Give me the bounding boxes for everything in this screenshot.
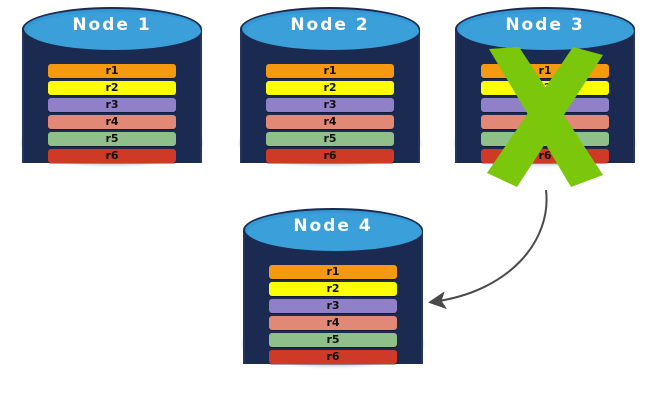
cylinder-top-highlight	[460, 12, 634, 50]
data-row-r3: r3	[269, 299, 397, 313]
cylinder-top-highlight	[245, 12, 419, 50]
data-row-r5: r5	[481, 132, 609, 146]
cylinder-top-ellipse	[240, 7, 420, 51]
replication-arrow	[428, 189, 548, 310]
data-row-r1: r1	[266, 64, 394, 78]
data-row-r5: r5	[266, 132, 394, 146]
data-row-r3: r3	[481, 98, 609, 112]
data-rows-list: r1 r2 r3 r4 r5 r6	[269, 265, 397, 364]
data-row-r2: r2	[481, 81, 609, 95]
data-row-r2: r2	[266, 81, 394, 95]
data-row-r4: r4	[266, 115, 394, 129]
data-row-r2: r2	[269, 282, 397, 296]
data-row-r4: r4	[48, 115, 176, 129]
data-row-r3: r3	[266, 98, 394, 112]
data-row-r5: r5	[48, 132, 176, 146]
data-row-r5: r5	[269, 333, 397, 347]
cylinder-top-ellipse	[22, 7, 202, 51]
data-row-r2: r2	[48, 81, 176, 95]
data-row-r3: r3	[48, 98, 176, 112]
cylinder-top-ellipse	[243, 208, 423, 252]
cylinder-top-ellipse	[455, 7, 635, 51]
cylinder-top-highlight	[248, 213, 422, 251]
data-row-r1: r1	[48, 64, 176, 78]
cylinder-top-highlight	[27, 12, 201, 50]
data-rows-list: r1 r2 r3 r4 r5 r6	[481, 64, 609, 163]
data-row-r6: r6	[269, 350, 397, 364]
data-rows-list: r1 r2 r3 r4 r5 r6	[266, 64, 394, 163]
data-row-r1: r1	[269, 265, 397, 279]
data-row-r4: r4	[481, 115, 609, 129]
data-row-r1: r1	[481, 64, 609, 78]
data-row-r6: r6	[48, 149, 176, 163]
data-row-r6: r6	[481, 149, 609, 163]
data-rows-list: r1 r2 r3 r4 r5 r6	[48, 64, 176, 163]
data-row-r4: r4	[269, 316, 397, 330]
data-row-r6: r6	[266, 149, 394, 163]
